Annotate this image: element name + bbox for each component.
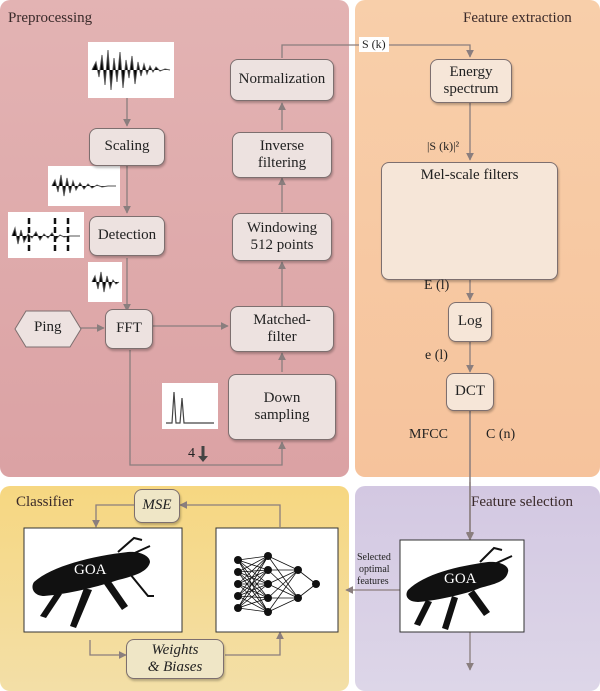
log-label: Log [457,313,483,330]
el-label: E (l) [424,278,450,293]
matched-filter-label-2: filter [267,329,297,345]
down-factor-label: 4 [188,446,195,461]
energy-spectrum-label-1: Energy [449,63,493,80]
energy-spectrum-box: Energy spectrum [430,59,512,103]
detection-label: Detection [97,227,157,244]
cn-label: C (n) [486,427,516,442]
down-sampling-label-2: sampling [254,407,310,423]
scaling-label: Scaling [104,138,150,155]
mse-label: MSE [142,497,172,514]
down-sampling-label-1: Down [263,389,301,406]
goa-classifier-label: GOA [74,562,107,578]
preprocessing-title: Preprocessing [8,10,93,26]
ping-shape [14,310,82,348]
power-spectrum-label: |S (k)|² [427,139,460,153]
el-small-label: e (l) [425,348,448,363]
matched-filter-label-1: Matched- [253,311,311,328]
log-box: Log [448,302,492,342]
weights-biases-box: Weights & Biases [126,639,224,679]
neural-network-diagram [215,527,339,633]
selected-label-1: Selected [357,552,391,563]
goa-selection-label: GOA [444,571,477,587]
mel-filters-box: Mel-scale filters [381,162,558,280]
waveform-scaled [48,166,120,206]
scaling-box: Scaling [89,128,165,166]
ping-label: Ping [34,319,62,335]
sk-label: S (k) [359,37,389,52]
mel-filters-label: Mel-scale filters [420,167,519,183]
windowing-box: Windowing 512 points [232,213,332,261]
matched-filter-peaks-plot [162,383,218,429]
fft-box: FFT [105,309,153,349]
waveform-fft-input [88,262,122,302]
selected-label-3: features [357,576,389,587]
detection-box: Detection [89,216,165,256]
inverse-filtering-box: Inverse filtering [232,132,332,178]
windowing-label-1: Windowing [246,219,318,236]
waveform-detected [8,212,84,258]
grasshopper-icon [32,536,154,628]
inverse-filtering-label-1: Inverse [259,137,305,154]
down-sampling-box: Down sampling [228,374,336,440]
energy-spectrum-label-2: spectrum [443,81,499,97]
matched-filter-box: Matched- filter [230,306,334,352]
biases-label: & Biases [147,659,203,675]
feature-extraction-title: Feature extraction [463,10,572,26]
mse-box: MSE [134,489,180,523]
selected-label-2: optimal [359,564,390,575]
windowing-label-2: 512 points [250,237,314,253]
dct-label: DCT [455,383,485,400]
mfcc-label: MFCC [409,427,448,442]
inverse-filtering-label-2: filtering [257,155,307,171]
weights-label: Weights [151,641,199,658]
classifier-title: Classifier [16,494,74,510]
fft-label: FFT [116,320,142,337]
dct-box: DCT [446,373,494,411]
normalization-box: Normalization [230,59,334,101]
grasshopper-icon [406,546,513,630]
feature-selection-title: Feature selection [471,494,574,510]
waveform-top [88,42,174,98]
normalization-label: Normalization [238,71,326,88]
